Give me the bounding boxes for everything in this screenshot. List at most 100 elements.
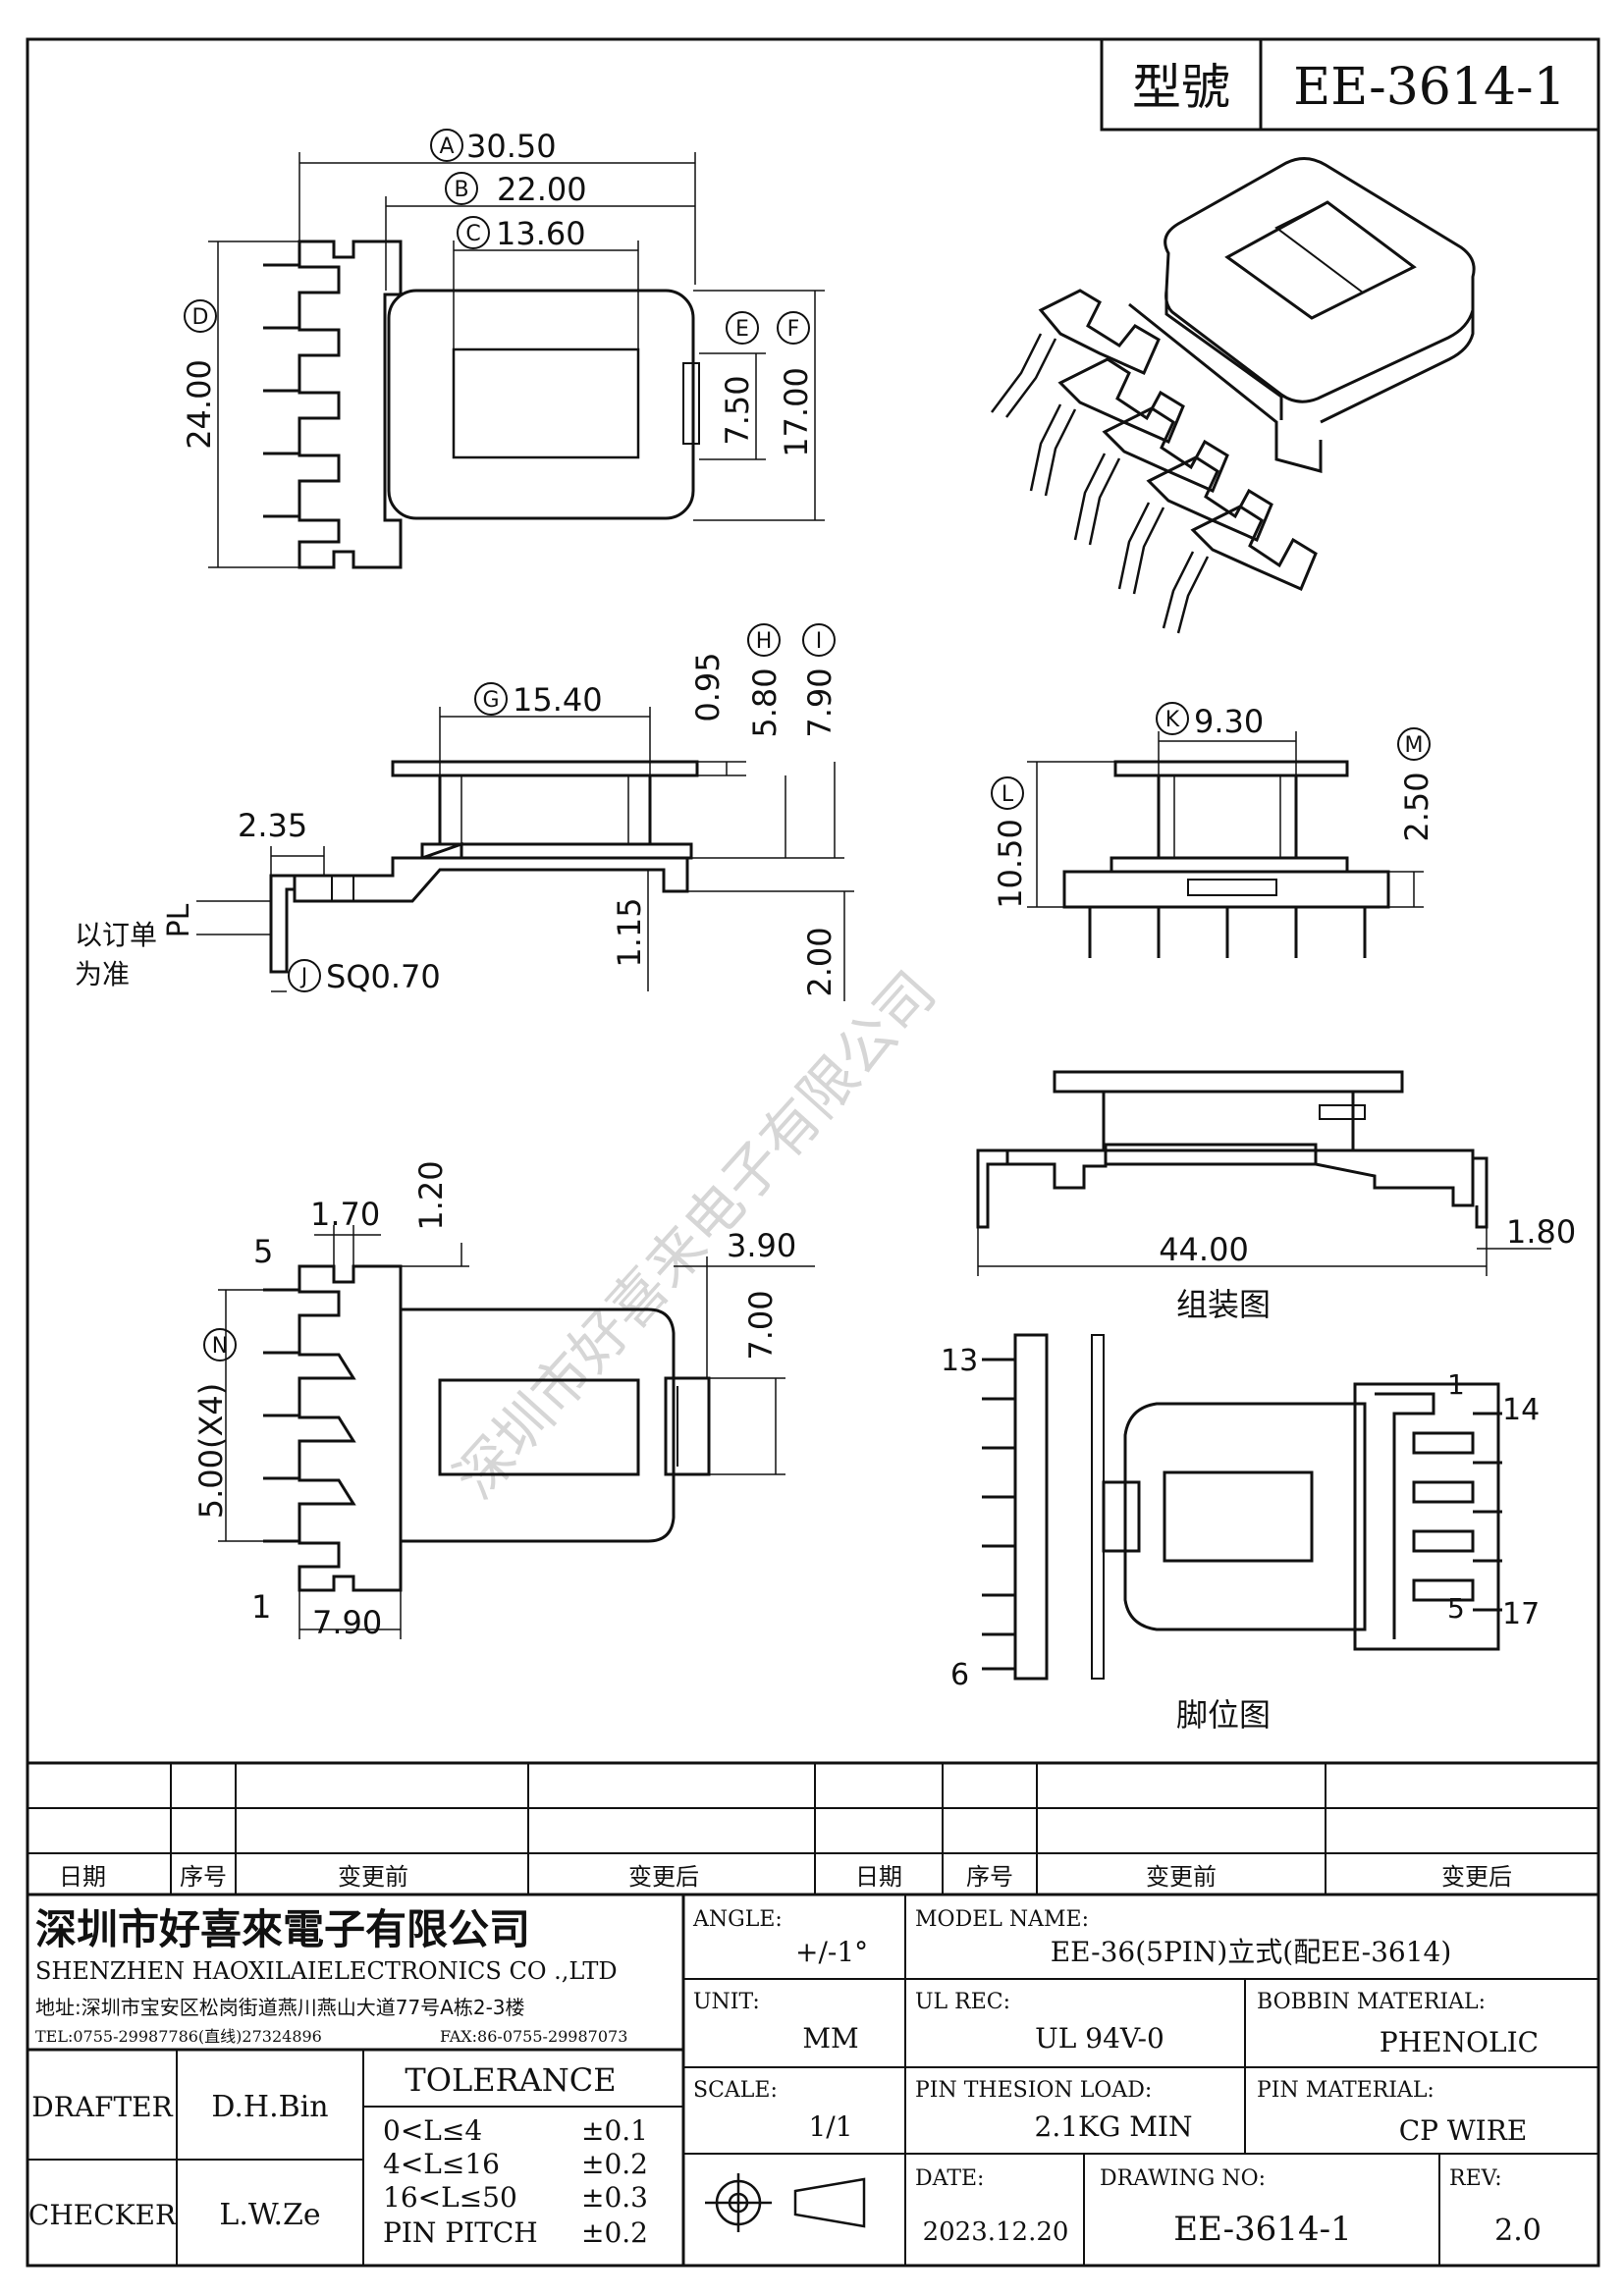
dim-c-tag: C (465, 222, 480, 246)
pin-1: 1 (1447, 1368, 1465, 1401)
rev-label: REV: (1449, 2166, 1502, 2191)
tolerance-range-2: 4<L≤16 (383, 2148, 500, 2180)
dim-total: 44.00 (1159, 1231, 1249, 1268)
dim-pin-assembly: 1.80 (1506, 1213, 1576, 1251)
dim-j-tag: J (299, 965, 308, 989)
isometric-view (991, 157, 1476, 634)
rev-col-no-2: 序号 (966, 1863, 1013, 1891)
dim-f-tag: F (787, 317, 800, 342)
end-view: K 9.30 L 10.50 M 2.50 (991, 702, 1435, 958)
top-view-flange (387, 289, 695, 520)
dim-base: 7.90 (312, 1604, 382, 1641)
dim-h-tag: H (756, 629, 773, 654)
dim-a-tag: A (439, 134, 454, 159)
dim-b-tag: B (454, 178, 468, 202)
load-label: PIN THESION LOAD: (915, 2078, 1152, 2103)
dim-a: 30.50 (466, 128, 557, 165)
bobbin-material-value: PHENOLIC (1380, 2026, 1539, 2058)
dim-pin-x: 2.35 (238, 807, 307, 844)
revision-table: 日期 序号 变更前 变更后 日期 序号 变更前 变更后 (27, 1761, 1598, 1896)
pin-layout-caption: 脚位图 (1176, 1696, 1271, 1734)
drafter-name: D.H.Bin (211, 2090, 328, 2124)
dim-e: 7.50 (719, 375, 756, 445)
model-code: EE-3614-1 (1293, 58, 1565, 117)
company-address: 地址:深圳市宝安区松岗街道燕川燕山大道77号A栋2-3楼 (35, 1996, 525, 2019)
pin-layout-view: 13 6 1 14 5 17 脚位图 (941, 1333, 1540, 1734)
assembly-caption: 组装图 (1176, 1286, 1271, 1323)
dim-g: 15.40 (513, 681, 603, 719)
angle-label: ANGLE: (692, 1907, 783, 1932)
sheet-border (26, 37, 1600, 2268)
model-title-block: 型號 EE-3614-1 (1100, 37, 1600, 132)
dim-h: 5.80 (746, 667, 784, 737)
dim-bottom: 2.00 (801, 927, 839, 996)
model-name-label: MODEL NAME: (915, 1907, 1089, 1932)
rev-value: 2.0 (1494, 2214, 1542, 2248)
pin-14: 14 (1502, 1393, 1540, 1427)
tolerance-value-4: ±0.2 (581, 2216, 648, 2249)
dim-top: 0.95 (689, 652, 727, 721)
pin-material-label: PIN MATERIAL: (1257, 2078, 1435, 2103)
rev-col-after-1: 变更后 (628, 1863, 699, 1891)
rev-col-no-1: 序号 (180, 1863, 227, 1891)
date-value: 2023.12.20 (923, 2217, 1069, 2247)
rev-col-before-2: 变更前 (1146, 1863, 1217, 1891)
rev-col-date-2: 日期 (855, 1863, 902, 1891)
dim-m: 2.50 (1398, 772, 1435, 841)
dim-k-tag: K (1165, 708, 1180, 732)
tolerance-value-1: ±0.1 (581, 2114, 648, 2147)
rev-col-date-1: 日期 (59, 1863, 106, 1891)
angle-value: +/-1° (795, 1936, 868, 1968)
dim-d: 24.00 (181, 359, 218, 450)
dim-pl: PL (162, 903, 196, 937)
company-fax: FAX:86-0755-29987073 (440, 2027, 627, 2046)
dim-h1: 1.20 (412, 1160, 450, 1230)
tolerance-value-2: ±0.2 (581, 2148, 648, 2180)
projection-symbol-icon (705, 2173, 866, 2232)
bottom-view: 1.70 1.20 3.90 7.00 N 5.00(X4) 7.90 5 1 (192, 1160, 815, 1641)
pl-note-line-1: 以订单 (75, 919, 157, 951)
pl-note-line-2: 为准 (75, 958, 130, 990)
company-tel: TEL:0755-29987786(直线)27324896 (35, 2027, 322, 2046)
dim-f: 17.00 (778, 367, 815, 457)
bobbin-material-label: BOBBIN MATERIAL: (1257, 1990, 1486, 2014)
ul-label: UL REC: (915, 1990, 1010, 2014)
drafter-label: DRAFTER (31, 2091, 173, 2123)
dim-v: 7.00 (742, 1290, 780, 1360)
pin-5: 5 (1447, 1592, 1465, 1625)
company-name-cn: 深圳市好喜來電子有限公司 (35, 1905, 530, 1953)
date-label: DATE: (915, 2166, 984, 2191)
company-name-en: SHENZHEN HAOXILAIELECTRONICS CO .,LTD (35, 1957, 618, 1985)
scale-value: 1/1 (808, 2110, 852, 2143)
pin-6: 6 (950, 1658, 969, 1692)
unit-label: UNIT: (693, 1990, 760, 2014)
assembly-view: 44.00 1.80 组装图 (976, 1070, 1576, 1323)
model-label: 型號 (1132, 59, 1230, 116)
checker-label: CHECKER (28, 2199, 177, 2231)
drawing-no-value: EE-3614-1 (1173, 2210, 1351, 2249)
dim-pitch: 5.00(X4) (192, 1383, 230, 1520)
dim-l-tag: L (1001, 782, 1014, 807)
dim-c: 13.60 (496, 215, 586, 252)
model-name-value: EE-36(5PIN)立式(配EE-3614) (1051, 1936, 1452, 1968)
title-block: 深圳市好喜來電子有限公司 SHENZHEN HAOXILAIELECTRONIC… (27, 1895, 1598, 2266)
dim-n-tag: N (212, 1334, 228, 1359)
drawing-no-label: DRAWING NO: (1100, 2166, 1266, 2191)
pin-label-1: 1 (251, 1588, 271, 1626)
scale-label: SCALE: (693, 2078, 778, 2103)
dim-g-tag: G (482, 688, 499, 713)
dim-r: 3.90 (727, 1227, 796, 1264)
tolerance-value-3: ±0.3 (581, 2181, 648, 2214)
pin-17: 17 (1502, 1597, 1540, 1631)
dim-j: SQ0.70 (326, 958, 441, 995)
watermark: 深圳市好喜来电子有限公司 (442, 959, 948, 1512)
pin-material-value: CP WIRE (1399, 2114, 1528, 2147)
dim-e-tag: E (735, 317, 749, 342)
rev-col-after-2: 变更后 (1441, 1863, 1512, 1891)
dim-i: 7.90 (801, 667, 839, 737)
tolerance-range-1: 0<L≤4 (383, 2114, 482, 2147)
top-view-terminal-block (298, 240, 403, 569)
ul-value: UL 94V-0 (1035, 2022, 1164, 2055)
tolerance-range-4: PIN PITCH (383, 2216, 538, 2249)
